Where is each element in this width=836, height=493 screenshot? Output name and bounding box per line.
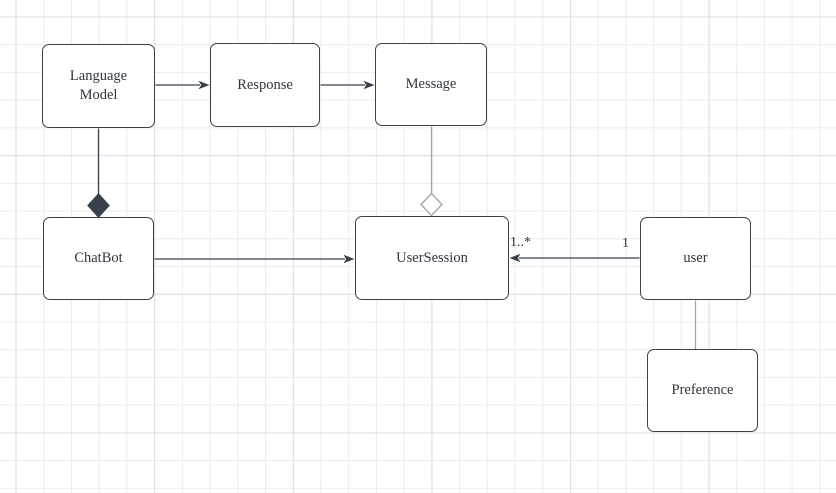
node-label: UserSession — [396, 249, 468, 266]
arrowhead-icon — [343, 254, 355, 264]
edge-message-user-session-aggregation[interactable] — [420, 126, 443, 217]
node-preference[interactable]: Preference — [647, 349, 758, 432]
node-chatbot[interactable]: ChatBot — [43, 217, 154, 300]
node-language-model[interactable]: Language Model — [42, 44, 155, 128]
node-user[interactable]: user — [640, 217, 751, 300]
edge-response-to-message[interactable] — [320, 80, 375, 90]
node-label: user — [683, 250, 708, 267]
composition-diamond-icon — [87, 193, 110, 218]
node-label: ChatBot — [74, 250, 123, 267]
node-message[interactable]: Message — [375, 43, 487, 126]
node-user-session[interactable]: UserSession — [355, 216, 509, 300]
multiplicity-label-target: 1..* — [510, 235, 531, 250]
node-label: Preference — [671, 382, 734, 399]
edge-user-to-user-session[interactable] — [509, 253, 640, 263]
node-response[interactable]: Response — [210, 43, 320, 127]
arrowhead-icon — [509, 253, 521, 263]
edge-language-model-to-response[interactable] — [155, 80, 210, 90]
multiplicity-label-source: 1 — [622, 236, 629, 251]
node-label: Language Model — [69, 68, 128, 103]
aggregation-diamond-icon — [420, 192, 443, 217]
node-label: Message — [405, 76, 457, 93]
arrowhead-icon — [198, 80, 210, 90]
node-label: Response — [237, 76, 293, 93]
arrowhead-icon — [363, 80, 375, 90]
edge-language-model-chatbot-composition[interactable] — [87, 128, 110, 218]
edge-chatbot-to-user-session[interactable] — [154, 254, 355, 264]
